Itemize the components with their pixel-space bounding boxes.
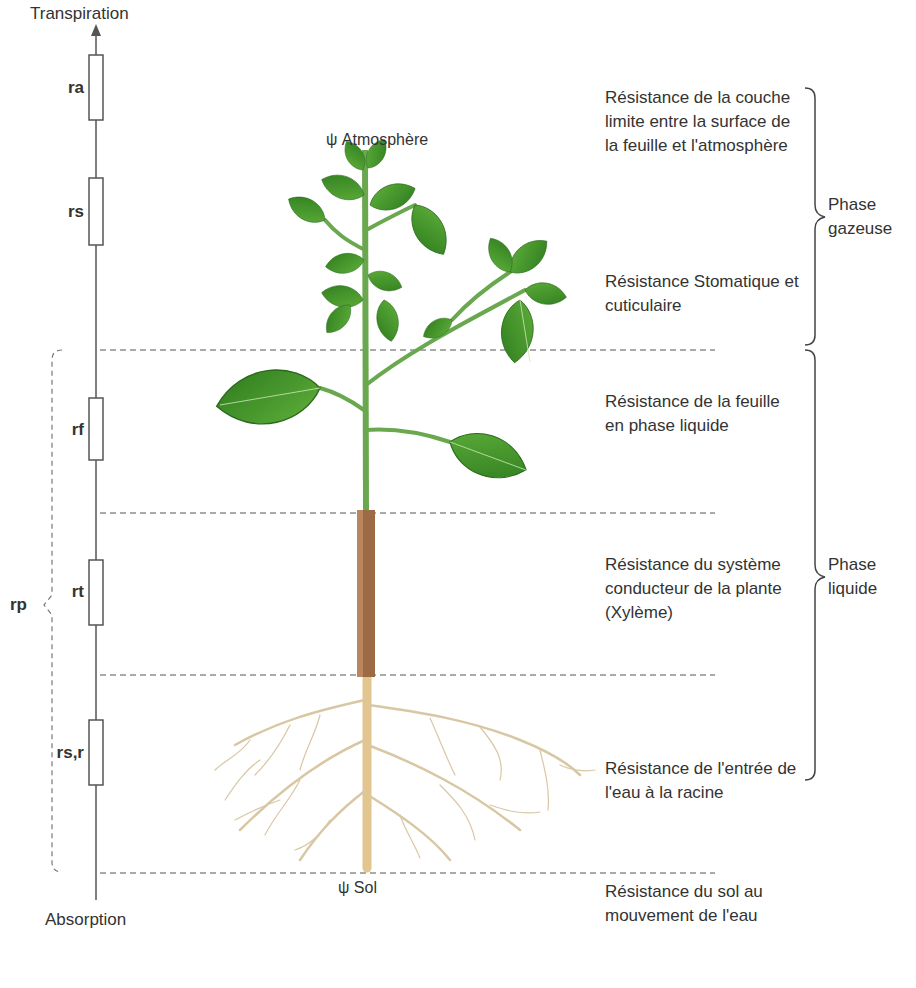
resistance-symbol-label: rs — [68, 200, 84, 224]
description-text: Résistance du sol au mouvement de l'eau — [605, 880, 800, 928]
resistor-chain — [89, 24, 103, 900]
phase-label: Phase liquide — [828, 553, 912, 601]
resistance-symbol-label: rp — [10, 593, 27, 617]
description-text: Résistance de la couche limite entre la … — [605, 86, 800, 158]
description-text: Résistance du système conducteur de la p… — [605, 553, 800, 625]
resistance-symbol-label: ra — [68, 76, 84, 100]
stem — [320, 150, 525, 677]
potential-label: ψ Atmosphère — [326, 128, 428, 152]
phase-label: Phase gazeuse — [828, 193, 912, 241]
description-text: Résistance de la feuille en phase liquid… — [605, 390, 800, 438]
flow-label: Absorption — [45, 908, 126, 932]
description-text: Résistance Stomatique et cuticulaire — [605, 270, 800, 318]
bracket — [44, 350, 62, 872]
resistance-symbol-label: rf — [72, 418, 84, 442]
leaf-veins — [220, 300, 530, 470]
leaves — [212, 135, 568, 488]
description-text: Résistance de l'entrée de l'eau à la rac… — [605, 757, 800, 805]
roots — [215, 675, 595, 868]
resistance-symbol-label: rs,r — [57, 741, 84, 765]
brace — [805, 88, 825, 780]
resistance-symbol-label: rt — [72, 580, 84, 604]
flow-label: Transpiration — [30, 2, 129, 26]
potential-label: ψ Sol — [338, 876, 377, 900]
